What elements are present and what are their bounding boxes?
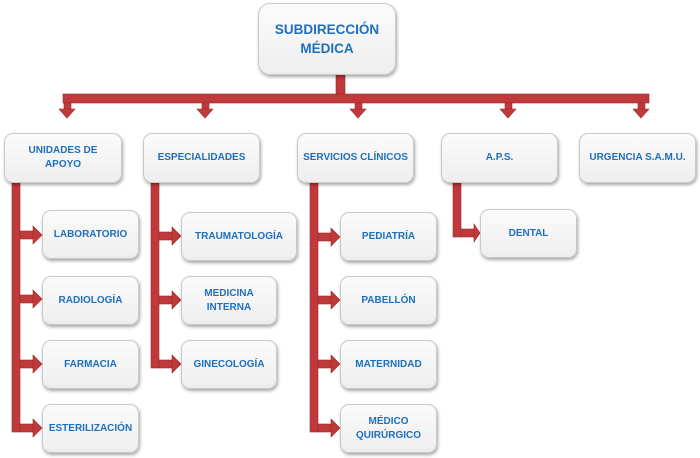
unit-label: PABELLÓN — [361, 294, 416, 306]
especialidades-vertical-connector — [150, 182, 160, 369]
unidades-branch-connector-3 — [19, 423, 35, 433]
right-arrow-icon — [330, 354, 341, 374]
down-arrow-icon — [349, 108, 367, 119]
unit-label: MATERNIDAD — [355, 358, 422, 370]
down-arrow-icon — [58, 108, 76, 119]
root-label-line2: MÉDICA — [300, 41, 354, 56]
right-arrow-icon — [171, 354, 182, 374]
right-arrow-icon — [32, 418, 43, 438]
right-arrow-icon — [32, 354, 43, 374]
unidades-branch-connector-2 — [19, 359, 35, 369]
root-box-subdireccion-medica: SUBDIRECCIÓN MÉDICA — [258, 3, 396, 75]
dept-box-especialidades: ESPECIALIDADES — [143, 133, 260, 183]
unit-box-dental: DENTAL — [480, 209, 577, 258]
main-horizontal-connector — [62, 93, 650, 104]
aps-branch-connector-0 — [460, 228, 476, 238]
unit-label: PEDIATRÍA — [361, 230, 416, 242]
unit-label: LABORATORIO — [53, 228, 128, 240]
unit-label: DENTAL — [508, 227, 549, 239]
unit-box-medicina-interna: MEDICINA INTERNA — [181, 276, 277, 325]
unit-label: MEDICINA INTERNA — [204, 287, 254, 313]
unidades-vertical-connector — [11, 182, 21, 433]
especialidades-branch-connector-2 — [158, 359, 174, 369]
unit-box-maternidad: MATERNIDAD — [340, 340, 437, 389]
dept-label-line1: UNIDADES DE — [28, 145, 98, 156]
unit-label: ESTERILIZACIÓN — [48, 422, 133, 434]
unit-label: GINECOLOGÍA — [193, 358, 265, 370]
unit-box-laboratorio: LABORATORIO — [42, 210, 139, 259]
dept-label: URGENCIA S.A.M.U. — [589, 152, 686, 163]
unit-box-farmacia: FARMACIA — [42, 340, 139, 389]
root-label-line1: SUBDIRECCIÓN — [274, 22, 380, 37]
unit-box-medico-quirurgico: MÉDICO QUIRÚRGICO — [340, 404, 437, 453]
right-arrow-icon — [171, 226, 182, 246]
down-arrow-shaft-4 — [637, 102, 646, 110]
unidades-branch-connector-1 — [19, 294, 35, 304]
dept-box-aps: A.P.S. — [441, 133, 558, 183]
right-arrow-icon — [330, 227, 341, 247]
unit-box-ginecologia: GINECOLOGÍA — [181, 340, 277, 389]
right-arrow-icon — [330, 418, 341, 438]
unit-label: MÉDICO QUIRÚRGICO — [356, 415, 421, 441]
down-arrow-shaft-3 — [504, 102, 513, 110]
unit-box-traumatologia: TRAUMATOLOGÍA — [181, 212, 297, 261]
right-arrow-icon — [330, 290, 341, 310]
unidades-branch-connector-0 — [19, 230, 35, 240]
dept-box-servicios-clinicos: SERVICIOS CLÍNICOS — [297, 133, 414, 183]
unit-label: TRAUMATOLOGÍA — [195, 230, 283, 242]
right-arrow-icon — [171, 290, 182, 310]
especialidades-branch-connector-1 — [158, 295, 174, 305]
down-arrow-icon — [632, 108, 650, 119]
down-arrow-shaft-1 — [201, 102, 210, 110]
servicios-vertical-connector — [309, 182, 319, 433]
dept-label-line2: APOYO — [44, 159, 82, 170]
dept-label: SERVICIOS CLÍNICOS — [303, 152, 408, 163]
down-arrow-shaft-0 — [63, 102, 72, 110]
right-arrow-icon — [32, 225, 43, 245]
servicios-branch-connector-3 — [317, 423, 333, 433]
especialidades-branch-connector-0 — [158, 231, 174, 241]
dept-box-unidades-de-apoyo: UNIDADES DE APOYO — [4, 133, 122, 183]
down-arrow-shaft-2 — [354, 102, 363, 110]
right-arrow-icon — [32, 289, 43, 309]
servicios-branch-connector-0 — [317, 232, 333, 242]
aps-vertical-connector — [452, 182, 462, 238]
servicios-branch-connector-2 — [317, 359, 333, 369]
dept-label: ESPECIALIDADES — [157, 152, 246, 163]
unit-label: FARMACIA — [64, 358, 117, 370]
unit-box-pabellon: PABELLÓN — [340, 276, 437, 325]
right-arrow-icon — [473, 223, 481, 243]
unit-label: RADIOLOGÍA — [58, 294, 123, 306]
unit-box-pediatria: PEDIATRÍA — [340, 212, 437, 261]
down-arrow-icon — [499, 108, 517, 119]
unit-box-radiologia: RADIOLOGÍA — [42, 276, 139, 325]
dept-box-urgencia-samu: URGENCIA S.A.M.U. — [579, 133, 696, 183]
servicios-branch-connector-1 — [317, 295, 333, 305]
down-arrow-icon — [196, 108, 214, 119]
dept-label: A.P.S. — [485, 152, 514, 163]
unit-box-esterilizacion: ESTERILIZACIÓN — [42, 404, 139, 453]
